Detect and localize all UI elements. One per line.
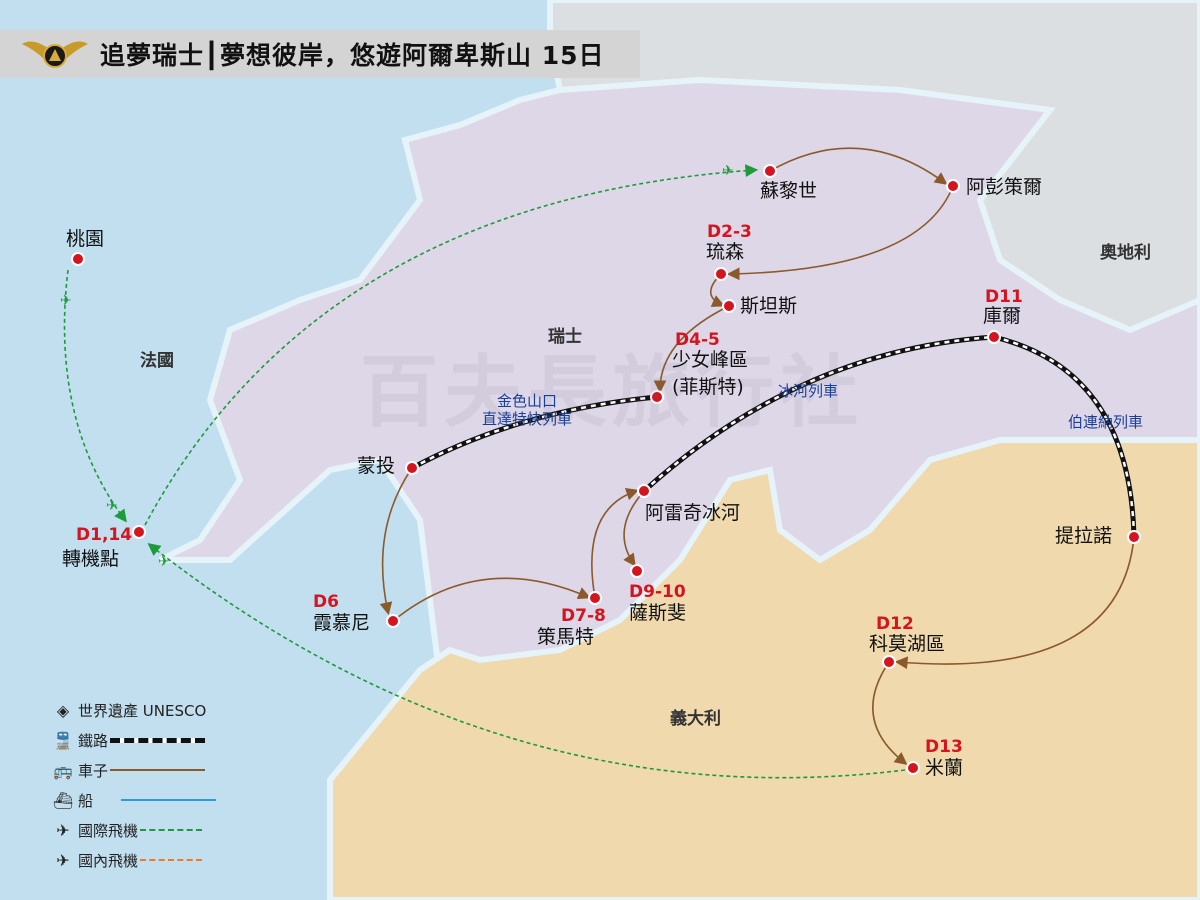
legend-intl-flight: ✈ 國際飛機 [52, 815, 216, 845]
stop-chur: 庫爾 [983, 305, 1022, 327]
plane-icon: ✈ [158, 554, 170, 570]
marker-saasfee [630, 564, 644, 578]
watermark: 百夫長旅行社 [360, 348, 865, 438]
unesco-icon: ◈ [56, 700, 70, 720]
ship-icon: ⛴ [52, 790, 74, 810]
legend-label: 船 [78, 791, 94, 810]
title-bar: 追夢瑞士┃夢想彼岸，悠遊阿爾卑斯山 15日 [0, 30, 640, 78]
legend-rail: 🚆 鐵路 [52, 725, 216, 755]
marker-stans [722, 299, 736, 313]
bus-montreux-chamonix [379, 467, 413, 616]
bus-como-milan [872, 661, 908, 765]
bus-icon: 🚌 [53, 760, 73, 780]
stop-tirano: 提拉諾 [1055, 525, 1113, 547]
marker-zurich [763, 164, 777, 178]
label-golden-pass: 金色山口 直達特快列車 [482, 392, 572, 428]
rail-glacier-express [642, 334, 995, 493]
stop-chamonix: 霞慕尼 [313, 612, 371, 634]
day-tag: D2-3 [707, 222, 752, 242]
stop-montreux: 蒙投 [357, 455, 396, 477]
legend-label: 鐵路 [78, 731, 109, 750]
marker-como [882, 655, 896, 669]
stop-zurich: 蘇黎世 [760, 180, 818, 202]
page-title: 追夢瑞士┃夢想彼岸，悠遊阿爾卑斯山 15日 [100, 41, 605, 70]
legend-label: 國內飛機 [78, 851, 139, 870]
stop-como: 科莫湖區 [869, 633, 946, 655]
legend-ship-line [121, 799, 217, 801]
stop-taoyuan: 桃園 [66, 228, 105, 250]
plane-icon: ✈ [56, 850, 70, 870]
marker-taoyuan [71, 252, 85, 266]
stop-milan: 米蘭 [925, 757, 964, 779]
marker-aletsch [637, 484, 651, 498]
day-tag: D13 [925, 737, 963, 757]
day-tag: D1,14 [76, 525, 133, 545]
day-tag: D12 [876, 614, 914, 634]
marker-jungfrau [650, 390, 664, 404]
flight-transfer-zurich [144, 164, 759, 526]
marker-chamonix [386, 614, 400, 628]
stop-aletsch: 阿雷奇冰河 [645, 502, 741, 524]
stop-appenzell: 阿彭策爾 [966, 176, 1043, 198]
region-italy [327, 437, 1200, 900]
stop-zermatt: 策馬特 [537, 626, 595, 648]
marker-milan [906, 761, 920, 775]
legend-rail-line [110, 737, 206, 743]
train-icon: 🚆 [53, 730, 73, 750]
legend-bus: 🚌 車子 [52, 755, 216, 785]
day-tag: D9-10 [629, 582, 686, 602]
country-switzerland: 瑞士 [548, 327, 582, 347]
stop-stans: 斯坦斯 [740, 295, 798, 317]
country-france: 法國 [140, 351, 174, 371]
plane-icon: ✈ [60, 293, 72, 309]
day-tag: D7-8 [561, 606, 606, 626]
marker-appenzell [946, 179, 960, 193]
plane-icon: ✈ [106, 498, 118, 514]
flight-milan-transfer [147, 543, 906, 779]
golden-pass-line2: 直達特快列車 [482, 410, 573, 428]
legend-bus-line [110, 769, 206, 771]
stop-markers [71, 164, 1141, 775]
label-glacier-express: 冰河列車 [778, 382, 839, 400]
legend-domestic-flight-line [140, 859, 203, 861]
flight-taoyuan-transfer [63, 269, 127, 523]
label-bernina-express: 伯連納列車 [1068, 413, 1144, 431]
legend: ◈ 世界遺產 UNESCO 🚆 鐵路 🚌 車子 ⛴船 ✈ 國際飛機 ✈ 國內飛機 [52, 695, 217, 875]
legend-ship: ⛴船 [52, 785, 217, 815]
marker-chur [987, 330, 1001, 344]
legend-label: 國際飛機 [78, 821, 139, 840]
legend-intl-flight-line [140, 829, 203, 831]
bus-zermatt-aletsch [591, 488, 640, 599]
bus-appenzell-luzern [726, 185, 954, 281]
bus-tirano-como [894, 536, 1135, 670]
marker-montreux [405, 461, 419, 475]
stop-luzern: 琉森 [706, 241, 745, 263]
plane-icon: ✈ [722, 163, 734, 179]
bus-chamonix-zermatt [392, 577, 591, 622]
golden-pass-line1: 金色山口 [497, 392, 558, 410]
marker-transfer [132, 525, 146, 539]
marker-luzern [714, 267, 728, 281]
stop-jungfrau-first: (菲斯特) [672, 376, 744, 398]
country-austria: 奧地利 [1100, 243, 1151, 263]
day-tag: D11 [985, 287, 1023, 307]
country-italy: 義大利 [670, 709, 721, 729]
plane-icon: ✈ [56, 820, 70, 840]
stop-saasfee: 薩斯斐 [629, 602, 687, 624]
bus-stans-jungfrau [653, 305, 730, 394]
day-tag: D6 [313, 592, 339, 612]
winged-logo-icon [22, 41, 88, 68]
legend-unesco: ◈ 世界遺產 UNESCO [52, 695, 216, 725]
bus-aletsch-saasfee [623, 490, 645, 567]
marker-tirano [1127, 530, 1141, 544]
legend-label: 世界遺產 UNESCO [78, 701, 207, 720]
bus-zurich-appenzell [769, 147, 948, 185]
legend-label: 車子 [78, 761, 109, 780]
stop-transfer: 轉機點 [62, 548, 120, 570]
marker-zermatt [588, 591, 602, 605]
legend-domestic-flight: ✈ 國內飛機 [52, 845, 216, 875]
stop-jungfrau: 少女峰區 [672, 349, 749, 371]
day-tag: D4-5 [675, 330, 720, 350]
